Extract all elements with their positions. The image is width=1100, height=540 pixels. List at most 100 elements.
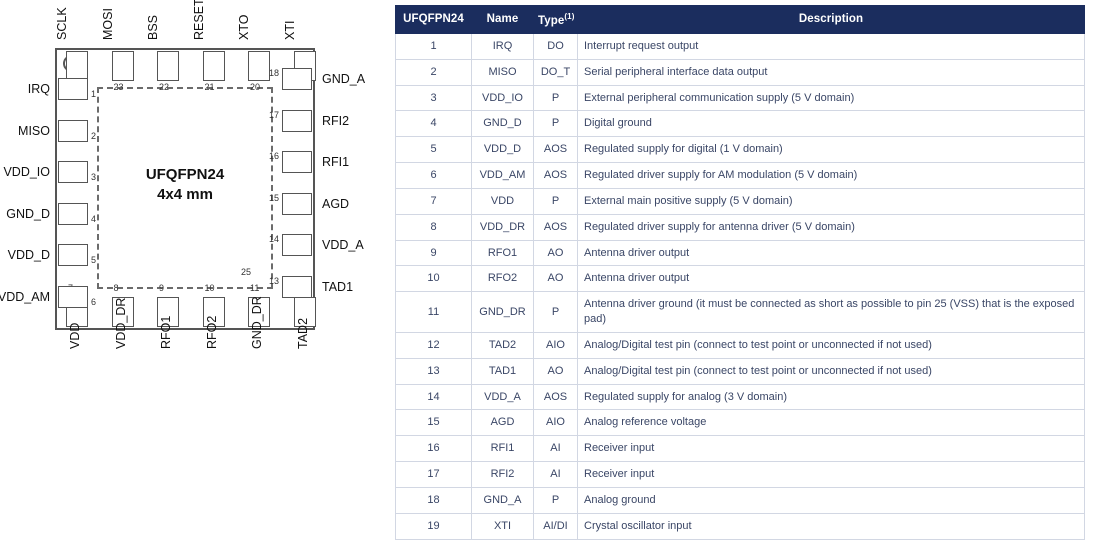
- cell-pin-type: P: [533, 291, 578, 333]
- cell-pin-name: VDD_D: [471, 136, 534, 164]
- pad-5: [58, 244, 88, 266]
- cell-pin-type: AI: [533, 461, 578, 489]
- footnote-marker: (1): [564, 12, 575, 21]
- cell-pin-description: External peripheral communication supply…: [577, 84, 1085, 112]
- pad-number-10: 10: [204, 283, 215, 293]
- pad-14: [282, 234, 312, 256]
- cell-pin-name: RFO2: [471, 265, 534, 293]
- cell-pin-type: AIO: [533, 331, 578, 359]
- cell-pin-number: 17: [395, 461, 472, 489]
- pin-label-BSS: BSS: [146, 14, 160, 40]
- cell-pin-name: RFO1: [471, 239, 534, 267]
- pin-label-RFI2: RFI2: [322, 113, 350, 128]
- cell-pin-number: 1: [395, 32, 472, 60]
- cell-pin-name: GND_A: [471, 487, 534, 514]
- pad-22: [157, 51, 179, 81]
- pad-12: [293, 297, 316, 327]
- cell-pin-name: GND_DR: [471, 291, 534, 333]
- pin-label-VDD_A: VDD_A: [322, 237, 364, 252]
- cell-pin-description: Regulated supply for analog (3 V domain): [577, 383, 1085, 411]
- pad-21: [202, 51, 225, 81]
- cell-pin-description: Antenna driver output: [577, 239, 1085, 267]
- cell-pin-number: 13: [395, 357, 472, 385]
- pin-label-RESET: RESET: [191, 0, 206, 40]
- cell-pin-type: AO: [533, 357, 578, 385]
- exposed-pad-outline: [97, 87, 273, 289]
- cell-pin-number: 10: [395, 265, 472, 293]
- pad-24: [66, 51, 88, 81]
- pin-label-RFO1: RFO1: [159, 315, 173, 349]
- cell-pin-number: 18: [395, 487, 472, 514]
- pad-15: [282, 192, 312, 215]
- pad-number-16: 16: [269, 151, 280, 161]
- pad-number-17: 17: [269, 109, 280, 120]
- pad-number-11: 11: [250, 283, 260, 293]
- table-header-row: UFQFPN24 Name Type(1) Description: [395, 5, 1085, 34]
- cell-pin-number: 15: [395, 409, 472, 437]
- cell-pin-type: P: [533, 187, 578, 215]
- pad-4: [58, 202, 88, 225]
- cell-pin-number: 16: [395, 435, 472, 463]
- cell-pin-name: XTI: [471, 512, 534, 540]
- pad-3: [58, 161, 88, 183]
- cell-pin-name: VDD_A: [471, 383, 534, 411]
- cell-pin-number: 8: [395, 213, 472, 241]
- cell-pin-description: Regulated driver supply for antenna driv…: [577, 213, 1085, 241]
- cell-pin-type: P: [533, 487, 578, 514]
- cell-pin-name: VDD_DR: [471, 213, 534, 241]
- pad-number-5: 5: [91, 255, 97, 265]
- pin-label-VDD_D: VDD_D: [7, 247, 50, 262]
- pad-number-13: 13: [269, 275, 280, 286]
- cell-pin-number: 11: [395, 291, 472, 333]
- cell-pin-type: AI/DI: [533, 512, 578, 540]
- cell-pin-name: RFI2: [471, 461, 534, 489]
- pad-number-3: 3: [91, 172, 97, 182]
- cell-pin-number: 3: [395, 84, 472, 112]
- table-header: UFQFPN24 Name Type(1) Description: [395, 5, 1085, 34]
- cell-pin-type: AOS: [533, 136, 578, 164]
- pad-number-22: 22: [159, 82, 170, 92]
- pin-label-AGD: AGD: [322, 196, 350, 211]
- cell-pin-name: VDD_AM: [471, 162, 534, 189]
- cell-pin-description: Crystal oscillator input: [577, 512, 1085, 540]
- cell-pin-description: Antenna driver output: [577, 265, 1085, 293]
- cell-pin-description: Regulated driver supply for AM modulatio…: [577, 162, 1085, 189]
- cell-pin-type: AOS: [533, 213, 578, 241]
- cell-pin-type: DO: [533, 32, 578, 60]
- cell-pin-type: DO_T: [533, 58, 578, 86]
- cell-pin-description: Antenna driver ground (it must be connec…: [577, 291, 1085, 333]
- cell-pin-name: VDD: [471, 187, 534, 215]
- pin-label-SCLK: SCLK: [55, 7, 69, 40]
- pin-label-XTO: XTO: [237, 14, 251, 40]
- cell-pin-description: Receiver input: [577, 461, 1085, 489]
- cell-pin-type: AI: [533, 435, 578, 463]
- pad-18: [282, 68, 312, 90]
- pin-label-IRQ: IRQ: [27, 81, 50, 96]
- pad-number-21: 21: [204, 82, 215, 92]
- package-pinout-diagram: UFQFPN24 4x4 mm 25 242322212019789101112…: [0, 0, 390, 515]
- cell-pin-number: 12: [395, 331, 472, 359]
- pin-label-MOSI: MOSI: [100, 8, 115, 40]
- pad-23: [111, 51, 134, 81]
- pin-label-VDD: VDD: [68, 322, 82, 349]
- cell-pin-type: AO: [533, 239, 578, 267]
- pin-label-VDD_AM: VDD_AM: [0, 289, 50, 304]
- column-header-type: Type(1): [533, 5, 578, 34]
- pin-label-RFO2: RFO2: [204, 315, 219, 349]
- pin-label-TAD2: TAD2: [295, 317, 310, 349]
- pin-label-TAD1: TAD1: [322, 279, 354, 294]
- cell-pin-description: Analog ground: [577, 487, 1085, 514]
- cell-pin-number: 4: [395, 110, 472, 138]
